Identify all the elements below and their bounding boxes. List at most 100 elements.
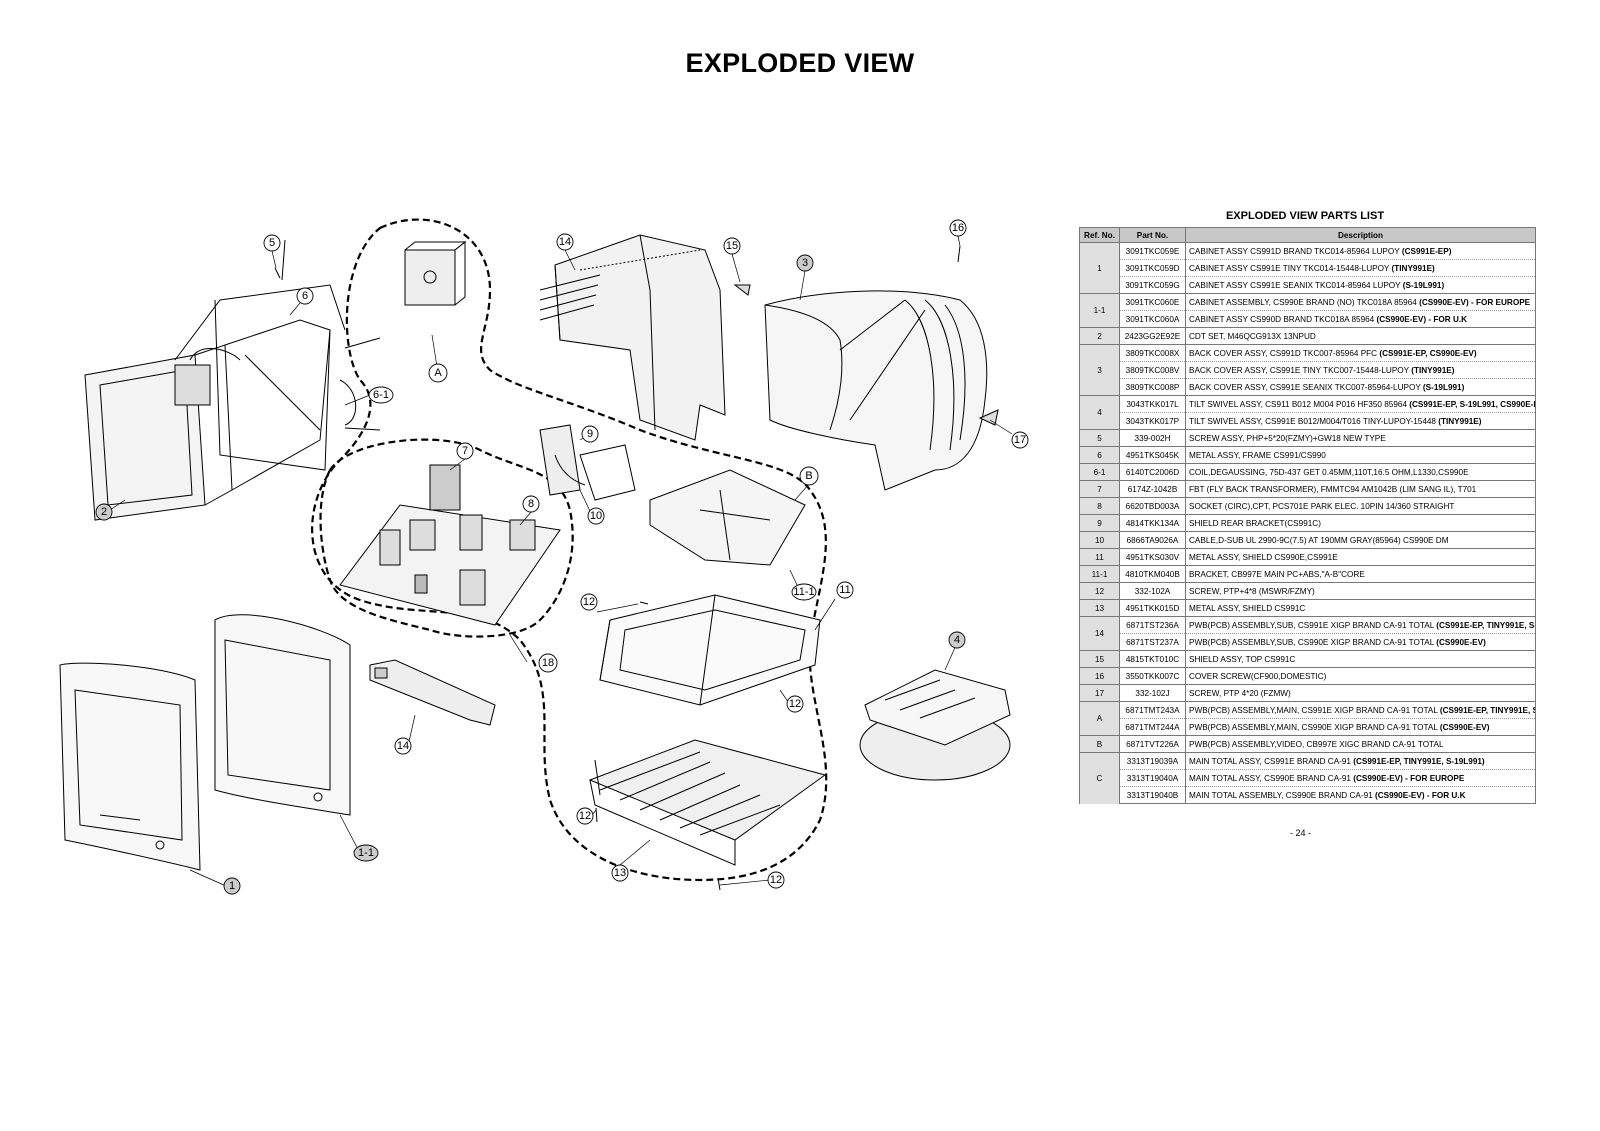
shield-bracket-drawing bbox=[649, 469, 806, 566]
description-text: COIL,DEGAUSSING, 75D-437 GET 0.45MM,110T… bbox=[1189, 467, 1469, 477]
callout-6: 6 bbox=[302, 290, 308, 302]
description-cell: CABINET ASSY CS991D BRAND TKC014-85964 L… bbox=[1185, 242, 1536, 260]
callout-4: 4 bbox=[954, 634, 960, 646]
description-text: CDT SET, M46QCG913X 13NPUD bbox=[1189, 331, 1316, 341]
description-cell: METAL ASSY, SHIELD CS991C bbox=[1185, 599, 1536, 617]
ref-cell: 11-1 bbox=[1079, 565, 1120, 583]
description-text: METAL ASSY, FRAME CS991/CS990 bbox=[1189, 450, 1326, 460]
model-variant-text: (TINY991E) bbox=[1411, 365, 1455, 375]
top-shield-drawing bbox=[539, 234, 726, 441]
model-variant-text: (CS991E-EP, S-19L991, CS990E-EV) bbox=[1409, 399, 1536, 409]
part-number-cell: 4951TKS045K bbox=[1119, 446, 1186, 464]
ref-cell: 6-1 bbox=[1079, 463, 1120, 481]
model-variant-text: (S-19L991) bbox=[1402, 280, 1445, 290]
part-number-cell: 6620TBD003A bbox=[1119, 497, 1186, 515]
description-cell: PWB(PCB) ASSEMBLY,VIDEO, CB997E XIGC BRA… bbox=[1185, 735, 1536, 753]
model-variant-text: (CS991E-EP) bbox=[1401, 246, 1452, 256]
ref-cell: 14 bbox=[1079, 616, 1120, 651]
description-text: MAIN TOTAL ASSY, CS990E BRAND CA-91 bbox=[1189, 773, 1351, 783]
callout-b: A bbox=[434, 367, 442, 379]
part-number-cell: 3091TKC060A bbox=[1119, 310, 1186, 328]
description-cell: BACK COVER ASSY, CS991D TKC007-85964 PFC… bbox=[1185, 344, 1536, 362]
page-number: - 24 - bbox=[1290, 828, 1312, 838]
model-variant-text: (CS990E-EV) - FOR EUROPE bbox=[1419, 297, 1531, 307]
part-number-cell: 4814TKK134A bbox=[1119, 514, 1186, 532]
description-text: PWB(PCB) ASSEMBLY,MAIN, CS990E XIGP BRAN… bbox=[1189, 722, 1438, 732]
ref-cell: 1 bbox=[1079, 242, 1120, 294]
description-cell: PWB(PCB) ASSEMBLY,MAIN, CS990E XIGP BRAN… bbox=[1185, 718, 1536, 736]
screws-drawing bbox=[274, 245, 999, 891]
description-text: BRACKET, CB997E MAIN PC+ABS,"A-B"CORE bbox=[1189, 569, 1365, 579]
callout-17: 16 bbox=[952, 222, 964, 234]
part-number-cell: 3091TKC059E bbox=[1119, 242, 1186, 260]
callout-13: 13 bbox=[614, 867, 626, 879]
description-cell: CABINET ASSY CS991E TINY TKC014-15448-LU… bbox=[1185, 259, 1536, 277]
part-number-cell: 3550TKK007C bbox=[1119, 667, 1186, 685]
header-desc: Description bbox=[1185, 227, 1536, 243]
callout-12-d: 12 bbox=[770, 874, 782, 886]
description-text: METAL ASSY, SHIELD CS991C bbox=[1189, 603, 1306, 613]
description-cell: BRACKET, CB997E MAIN PC+ABS,"A-B"CORE bbox=[1185, 565, 1536, 583]
description-text: CABINET ASSEMBLY, CS990E BRAND (NO) TKC0… bbox=[1189, 297, 1417, 307]
description-text: CABINET ASSY CS991D BRAND TKC014-85964 L… bbox=[1189, 246, 1400, 256]
part-number-cell: 3091TKC059D bbox=[1119, 259, 1186, 277]
description-cell: SCREW, PTP+4*8 (MSWR/FZMY) bbox=[1185, 582, 1536, 600]
part-number-cell: 4951TKS030V bbox=[1119, 548, 1186, 566]
description-text: BACK COVER ASSY, CS991E TINY TKC007-1544… bbox=[1189, 365, 1409, 375]
description-cell: PWB(PCB) ASSEMBLY,SUB, CS991E XIGP BRAND… bbox=[1185, 616, 1536, 634]
ref-cell: 3 bbox=[1079, 344, 1120, 396]
callout-12-a: 12 bbox=[583, 596, 595, 608]
video-pcb-drawing bbox=[404, 240, 467, 306]
description-text: COVER SCREW(CF900,DOMESTIC) bbox=[1189, 671, 1327, 681]
exploded-view-diagram: 5 6 6-1 2 3 15 16 17 14 A 7 8 9 10 B 11-… bbox=[59, 218, 1029, 895]
ref-cell: 2 bbox=[1079, 327, 1120, 345]
description-cell: CABINET ASSEMBLY, CS990E BRAND (NO) TKC0… bbox=[1185, 293, 1536, 311]
ref-cell: 16 bbox=[1079, 667, 1120, 685]
description-text: BACK COVER ASSY, CS991D TKC007-85964 PFC bbox=[1189, 348, 1378, 358]
ref-cell: 13 bbox=[1079, 599, 1120, 617]
callout-11-1: 11-1 bbox=[793, 586, 814, 598]
model-variant-text: (CS990E-EV) - FOR U.K bbox=[1376, 314, 1468, 324]
part-number-cell: 3809TKC008X bbox=[1119, 344, 1186, 362]
model-variant-text: (TINY991E) bbox=[1438, 416, 1482, 426]
part-number-cell: 6174Z-1042B bbox=[1119, 480, 1186, 498]
part-number-cell: 4951TKK015D bbox=[1119, 599, 1186, 617]
ref-cell: 7 bbox=[1079, 480, 1120, 498]
group-b-boundary bbox=[311, 218, 828, 882]
part-number-cell: 6871TVT226A bbox=[1119, 735, 1186, 753]
part-number-cell: 3809TKC008V bbox=[1119, 361, 1186, 379]
description-text: CABINET ASSY CS991E TINY TKC014-15448-LU… bbox=[1189, 263, 1390, 273]
ref-cell: 12 bbox=[1079, 582, 1120, 600]
callout-c: B bbox=[805, 470, 812, 482]
description-text: PWB(PCB) ASSEMBLY,SUB, CS991E XIGP BRAND… bbox=[1189, 620, 1434, 630]
ref-cell: 1-1 bbox=[1079, 293, 1120, 328]
description-cell: SHIELD ASSY, TOP CS991C bbox=[1185, 650, 1536, 668]
model-variant-text: (TINY991E) bbox=[1391, 263, 1435, 273]
part-number-cell: 3313T19040B bbox=[1119, 786, 1186, 804]
part-number-cell: 332-102A bbox=[1119, 582, 1186, 600]
ref-cell: 10 bbox=[1079, 531, 1120, 549]
description-text: PWB(PCB) ASSEMBLY,SUB, CS990E XIGP BRAND… bbox=[1189, 637, 1434, 647]
description-cell: CABINET ASSY CS991E SEANIX TKC014-85964 … bbox=[1185, 276, 1536, 294]
part-number-cell: 3809TKC008P bbox=[1119, 378, 1186, 396]
sub-pcb-drawing bbox=[369, 659, 496, 726]
model-variant-text: (S-19L991) bbox=[1422, 382, 1465, 392]
callout-circles bbox=[95, 219, 1029, 895]
description-text: FBT (FLY BACK TRANSFORMER), FMMTC94 AM10… bbox=[1189, 484, 1477, 494]
